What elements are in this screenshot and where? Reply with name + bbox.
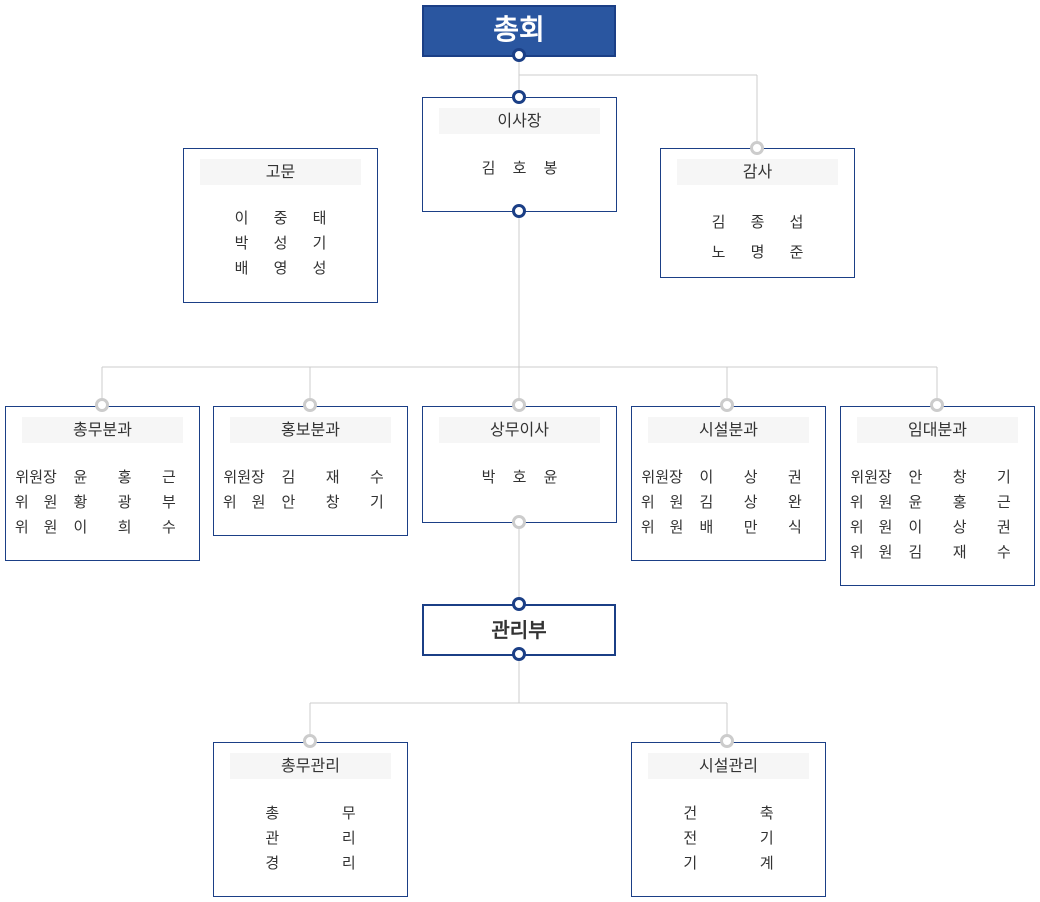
member-row: 위 원 김 상 완 xyxy=(640,493,802,511)
member-row: 위원장 이 상 권 xyxy=(641,468,802,486)
division-general-management-box: 총무관리 총 무 관 리 경 리 xyxy=(213,742,408,897)
committee-members: 박 호 윤 xyxy=(423,465,616,490)
advisor-members: 이 중 태 박 성 기 배 영 성 xyxy=(184,206,377,281)
member-row: 위 원 김 재 수 xyxy=(849,543,1011,561)
chair-box: 이사장 김 호 봉 xyxy=(422,97,617,212)
member-row: 위 원 배 만 식 xyxy=(640,518,802,536)
member-row: 위 원 윤 홍 근 xyxy=(849,493,1011,511)
connector-dot xyxy=(303,734,317,748)
member-row: 배 영 성 xyxy=(234,259,327,277)
member-row: 위 원 이 희 수 xyxy=(14,518,176,536)
member-row: 이 중 태 xyxy=(234,209,327,227)
auditor-box: 감사 김 종 섭 노 명 준 xyxy=(660,148,855,278)
division-members: 건 축 전 기 기 계 xyxy=(632,801,825,876)
member-row: 김 종 섭 xyxy=(711,213,804,231)
committee-members: 위원장 윤 홍 근 위 원 황 광 부 위 원 이 희 수 xyxy=(6,465,199,540)
committee-general-affairs-box: 총무분과 위원장 윤 홍 근 위 원 황 광 부 위 원 이 희 수 xyxy=(5,406,200,561)
member-row: 총 무 xyxy=(265,804,356,822)
managing-director-box: 상무이사 박 호 윤 xyxy=(422,406,617,523)
connector-dot xyxy=(512,90,526,104)
committee-members: 위원장 이 상 권 위 원 김 상 완 위 원 배 만 식 xyxy=(632,465,825,540)
chair-title: 이사장 xyxy=(439,108,600,134)
member-row: 위 원 안 창 기 xyxy=(222,493,384,511)
auditor-title: 감사 xyxy=(677,159,838,185)
member-row: 관 리 xyxy=(265,829,356,847)
member-row: 전 기 xyxy=(683,829,774,847)
connector-dot xyxy=(512,48,526,62)
connector-dot xyxy=(720,398,734,412)
advisor-title: 고문 xyxy=(200,159,361,185)
committee-title: 시설분과 xyxy=(648,417,809,443)
member-row: 박 성 기 xyxy=(234,234,327,252)
connector-dot xyxy=(512,398,526,412)
connector-dot xyxy=(95,398,109,412)
connector-dot xyxy=(512,204,526,218)
committee-publicity-box: 홍보분과 위원장 김 재 수 위 원 안 창 기 xyxy=(213,406,408,536)
member-row: 위원장 윤 홍 근 xyxy=(15,468,176,486)
member-row: 건 축 xyxy=(683,804,774,822)
division-members: 총 무 관 리 경 리 xyxy=(214,801,407,876)
committee-title: 총무분과 xyxy=(22,417,183,443)
committee-leasing-box: 임대분과 위원장 안 창 기 위 원 윤 홍 근 위 원 이 상 권 위 원 김… xyxy=(840,406,1035,586)
connector-dot xyxy=(512,647,526,661)
connector-dot xyxy=(303,398,317,412)
committee-facilities-box: 시설분과 위원장 이 상 권 위 원 김 상 완 위 원 배 만 식 xyxy=(631,406,826,561)
division-facility-management-box: 시설관리 건 축 전 기 기 계 xyxy=(631,742,826,897)
member-row: 경 리 xyxy=(265,854,356,872)
member-row: 위원장 김 재 수 xyxy=(223,468,384,486)
connector-dot xyxy=(512,515,526,529)
division-title: 총무관리 xyxy=(230,753,391,779)
connector-dot xyxy=(720,734,734,748)
connector-dot xyxy=(512,597,526,611)
advisor-box: 고문 이 중 태 박 성 기 배 영 성 xyxy=(183,148,378,303)
member-row: 노 명 준 xyxy=(711,243,804,261)
connector-dot xyxy=(750,141,764,155)
general-assembly-label: 총회 xyxy=(493,13,545,46)
auditor-members: 김 종 섭 노 명 준 xyxy=(661,207,854,267)
committee-title: 홍보분과 xyxy=(230,417,391,443)
committee-title: 임대분과 xyxy=(857,417,1018,443)
chair-members: 김 호 봉 xyxy=(423,156,616,181)
committee-members: 위원장 김 재 수 위 원 안 창 기 xyxy=(214,465,407,515)
management-office-label: 관리부 xyxy=(491,618,547,642)
division-title: 시설관리 xyxy=(648,753,809,779)
member-row: 위 원 이 상 권 xyxy=(849,518,1011,536)
connector-dot xyxy=(930,398,944,412)
member-row: 위원장 안 창 기 xyxy=(850,468,1011,486)
member-row: 박 호 윤 xyxy=(481,468,558,486)
member-row: 위 원 황 광 부 xyxy=(14,493,176,511)
member-row: 기 계 xyxy=(683,854,774,872)
committee-members: 위원장 안 창 기 위 원 윤 홍 근 위 원 이 상 권 위 원 김 재 수 xyxy=(841,465,1034,565)
member-row: 김 호 봉 xyxy=(481,159,558,177)
committee-title: 상무이사 xyxy=(439,417,600,443)
